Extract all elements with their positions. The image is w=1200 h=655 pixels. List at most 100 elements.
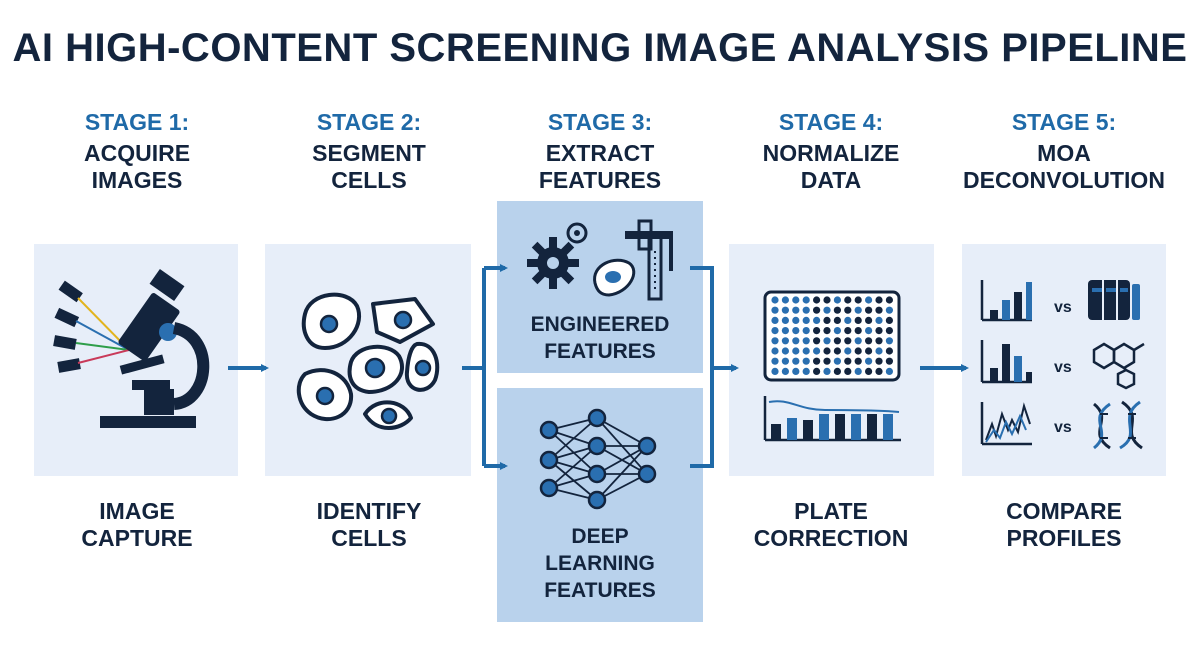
plate-well [854, 296, 862, 304]
plate-well [844, 306, 852, 314]
stage-2-panel [265, 244, 471, 476]
plate-well [781, 367, 789, 375]
plate-well [875, 337, 883, 345]
stage-4-name-line1: NORMALIZE [762, 140, 900, 166]
plate-well [865, 316, 873, 324]
plate-well [844, 296, 852, 304]
plate-well [802, 367, 810, 375]
molecule-icon [1092, 342, 1145, 390]
stage-5-caption-line2: PROFILES [1006, 525, 1122, 551]
stage-1-panel [34, 244, 238, 476]
plate-well [823, 347, 831, 355]
plate-well [823, 296, 831, 304]
dna-icon [1092, 400, 1143, 450]
plate-well [802, 327, 810, 335]
stage-3-engineered-panel: ENGINEERED FEATURES [497, 201, 703, 373]
plate-well [885, 327, 893, 335]
plate-well [844, 357, 852, 365]
engineered-label-line1: ENGINEERED [530, 313, 670, 336]
plate-well [781, 306, 789, 314]
plate-well [865, 347, 873, 355]
books-icon [1088, 280, 1140, 320]
plate-well [823, 337, 831, 345]
stage-1-caption-line2: CAPTURE [81, 525, 193, 551]
plate-well [771, 316, 779, 324]
plate-well [771, 357, 779, 365]
stage-4-panel [729, 244, 934, 476]
plate-well [833, 327, 841, 335]
plate-well [813, 357, 821, 365]
profile-chart-3 [980, 402, 1032, 446]
plate-well [792, 347, 800, 355]
stage-3-name-line1: EXTRACT [545, 140, 655, 166]
plate-well [885, 306, 893, 314]
stage-5-header: STAGE 5: MOA DECONVOLUTION [959, 108, 1169, 194]
cells-icon [296, 292, 440, 430]
microscope-icon [53, 269, 210, 433]
stage-2-name-line1: SEGMENT [312, 140, 426, 166]
deep-label-line1: DEEP [571, 525, 629, 548]
stage-2-caption: IDENTIFY CELLS [264, 498, 474, 552]
plate-well [823, 327, 831, 335]
engineered-label-line2: FEATURES [544, 340, 656, 363]
plate-well [792, 316, 800, 324]
stage-2-caption-line1: IDENTIFY [316, 498, 422, 524]
stage-5-caption-line1: COMPARE [1006, 498, 1122, 524]
plate-well [771, 327, 779, 335]
plate-well [875, 316, 883, 324]
stage-3-deep-learning-panel: DEEP LEARNING FEATURES [497, 388, 703, 622]
profile-chart-2 [980, 340, 1032, 384]
plate-well [833, 296, 841, 304]
plate-well [781, 327, 789, 335]
plate-well [792, 337, 800, 345]
plate-well [792, 296, 800, 304]
plate-well [792, 367, 800, 375]
plate-well [854, 306, 862, 314]
plate-well [885, 347, 893, 355]
plate-well [844, 316, 852, 324]
plate-well [885, 316, 893, 324]
plate-well [833, 357, 841, 365]
plate-well [844, 337, 852, 345]
plate-well [854, 316, 862, 324]
plate-well [802, 337, 810, 345]
stage-2-name-line2: CELLS [331, 167, 407, 193]
plate-well [802, 357, 810, 365]
stage-1-caption: IMAGE CAPTURE [32, 498, 242, 552]
plate-well [813, 367, 821, 375]
plate-well [833, 316, 841, 324]
compare-vs-label-2: vs [1054, 359, 1072, 376]
plate-well [854, 347, 862, 355]
plate-well [771, 306, 779, 314]
plate-well [833, 337, 841, 345]
plate-well [813, 296, 821, 304]
plate-well [802, 296, 810, 304]
plate-well [865, 327, 873, 335]
plate-well [885, 296, 893, 304]
plate-well [792, 357, 800, 365]
plate-well [771, 296, 779, 304]
stage-3-number: STAGE 3: [547, 109, 653, 135]
stage-5-name-line2: DECONVOLUTION [963, 167, 1165, 193]
plate-well [792, 327, 800, 335]
plate-well [771, 367, 779, 375]
plate-well [844, 327, 852, 335]
plate-well [865, 367, 873, 375]
plate-well [781, 347, 789, 355]
profile-chart-1 [980, 280, 1032, 322]
plate-well [802, 347, 810, 355]
stage-2-caption-line2: CELLS [331, 525, 407, 551]
stage-2-header: STAGE 2: SEGMENT CELLS [264, 108, 474, 194]
plate-well [781, 357, 789, 365]
plate-well [854, 327, 862, 335]
plate-well [823, 357, 831, 365]
engineered-features-icon [527, 219, 673, 301]
plate-well [823, 316, 831, 324]
stage-1-header: STAGE 1: ACQUIRE IMAGES [32, 108, 242, 194]
stage-1-name-line1: ACQUIRE [83, 140, 191, 166]
plate-well [875, 296, 883, 304]
stage-5-name-line1: MOA [1037, 140, 1091, 166]
neural-network-icon [539, 408, 657, 510]
plate-well [865, 357, 873, 365]
well-plate-icon [763, 290, 901, 442]
